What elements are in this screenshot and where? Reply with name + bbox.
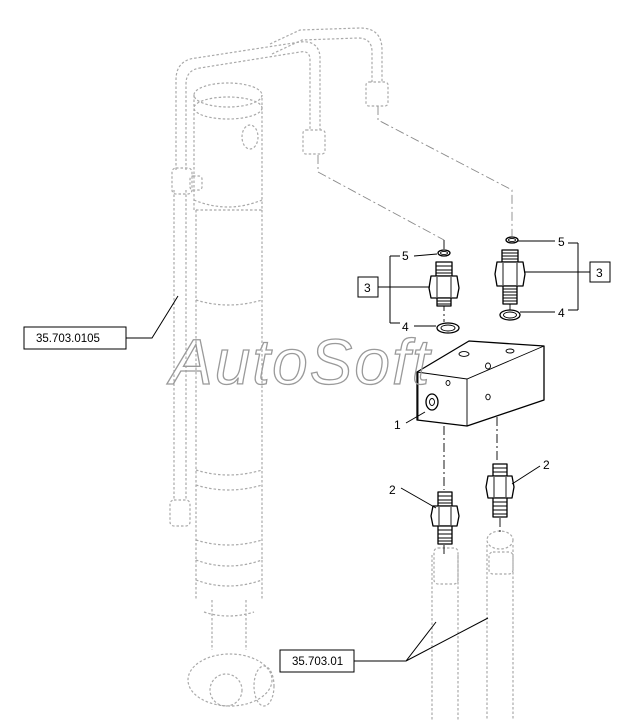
svg-text:3: 3 <box>596 266 603 280</box>
callout-item-4-right: 4 <box>558 306 565 320</box>
callout-item-2-right: 2 <box>543 458 550 472</box>
callout-item-4-left: 4 <box>402 320 409 334</box>
adapter-fitting-left <box>428 261 460 307</box>
callout-item-5-left: 5 <box>402 249 409 263</box>
cylinder-reference-box: 35.703.0105 <box>23 326 127 350</box>
ghost-cylinder-assembly <box>169 27 514 720</box>
o-ring-left-upper <box>437 249 451 257</box>
callout-item-5-right: 5 <box>558 235 565 249</box>
callout-item-2-left: 2 <box>389 483 396 497</box>
o-ring-right-upper <box>505 236 519 244</box>
valve-block <box>416 340 545 427</box>
o-ring-right-lower <box>499 309 521 321</box>
cylinder-reference-label: 35.703.0105 <box>36 333 100 345</box>
hose-reference-label: 35.703.01 <box>292 656 343 668</box>
callout-item-3-right: 3 <box>589 261 611 283</box>
callout-item-1: 1 <box>394 418 401 432</box>
hose-reference-box: 35.703.01 <box>279 649 355 673</box>
leader-lines <box>126 240 590 662</box>
o-ring-left-lower <box>436 322 460 334</box>
svg-text:3: 3 <box>364 281 371 295</box>
callout-item-3-left: 3 <box>357 276 379 298</box>
watermark-text: AutoSoft <box>166 326 432 398</box>
lower-adapter-right <box>485 463 515 518</box>
assembly-centerlines <box>317 106 513 556</box>
lower-adapter-left <box>430 491 460 545</box>
adapter-fitting-right <box>494 249 526 305</box>
